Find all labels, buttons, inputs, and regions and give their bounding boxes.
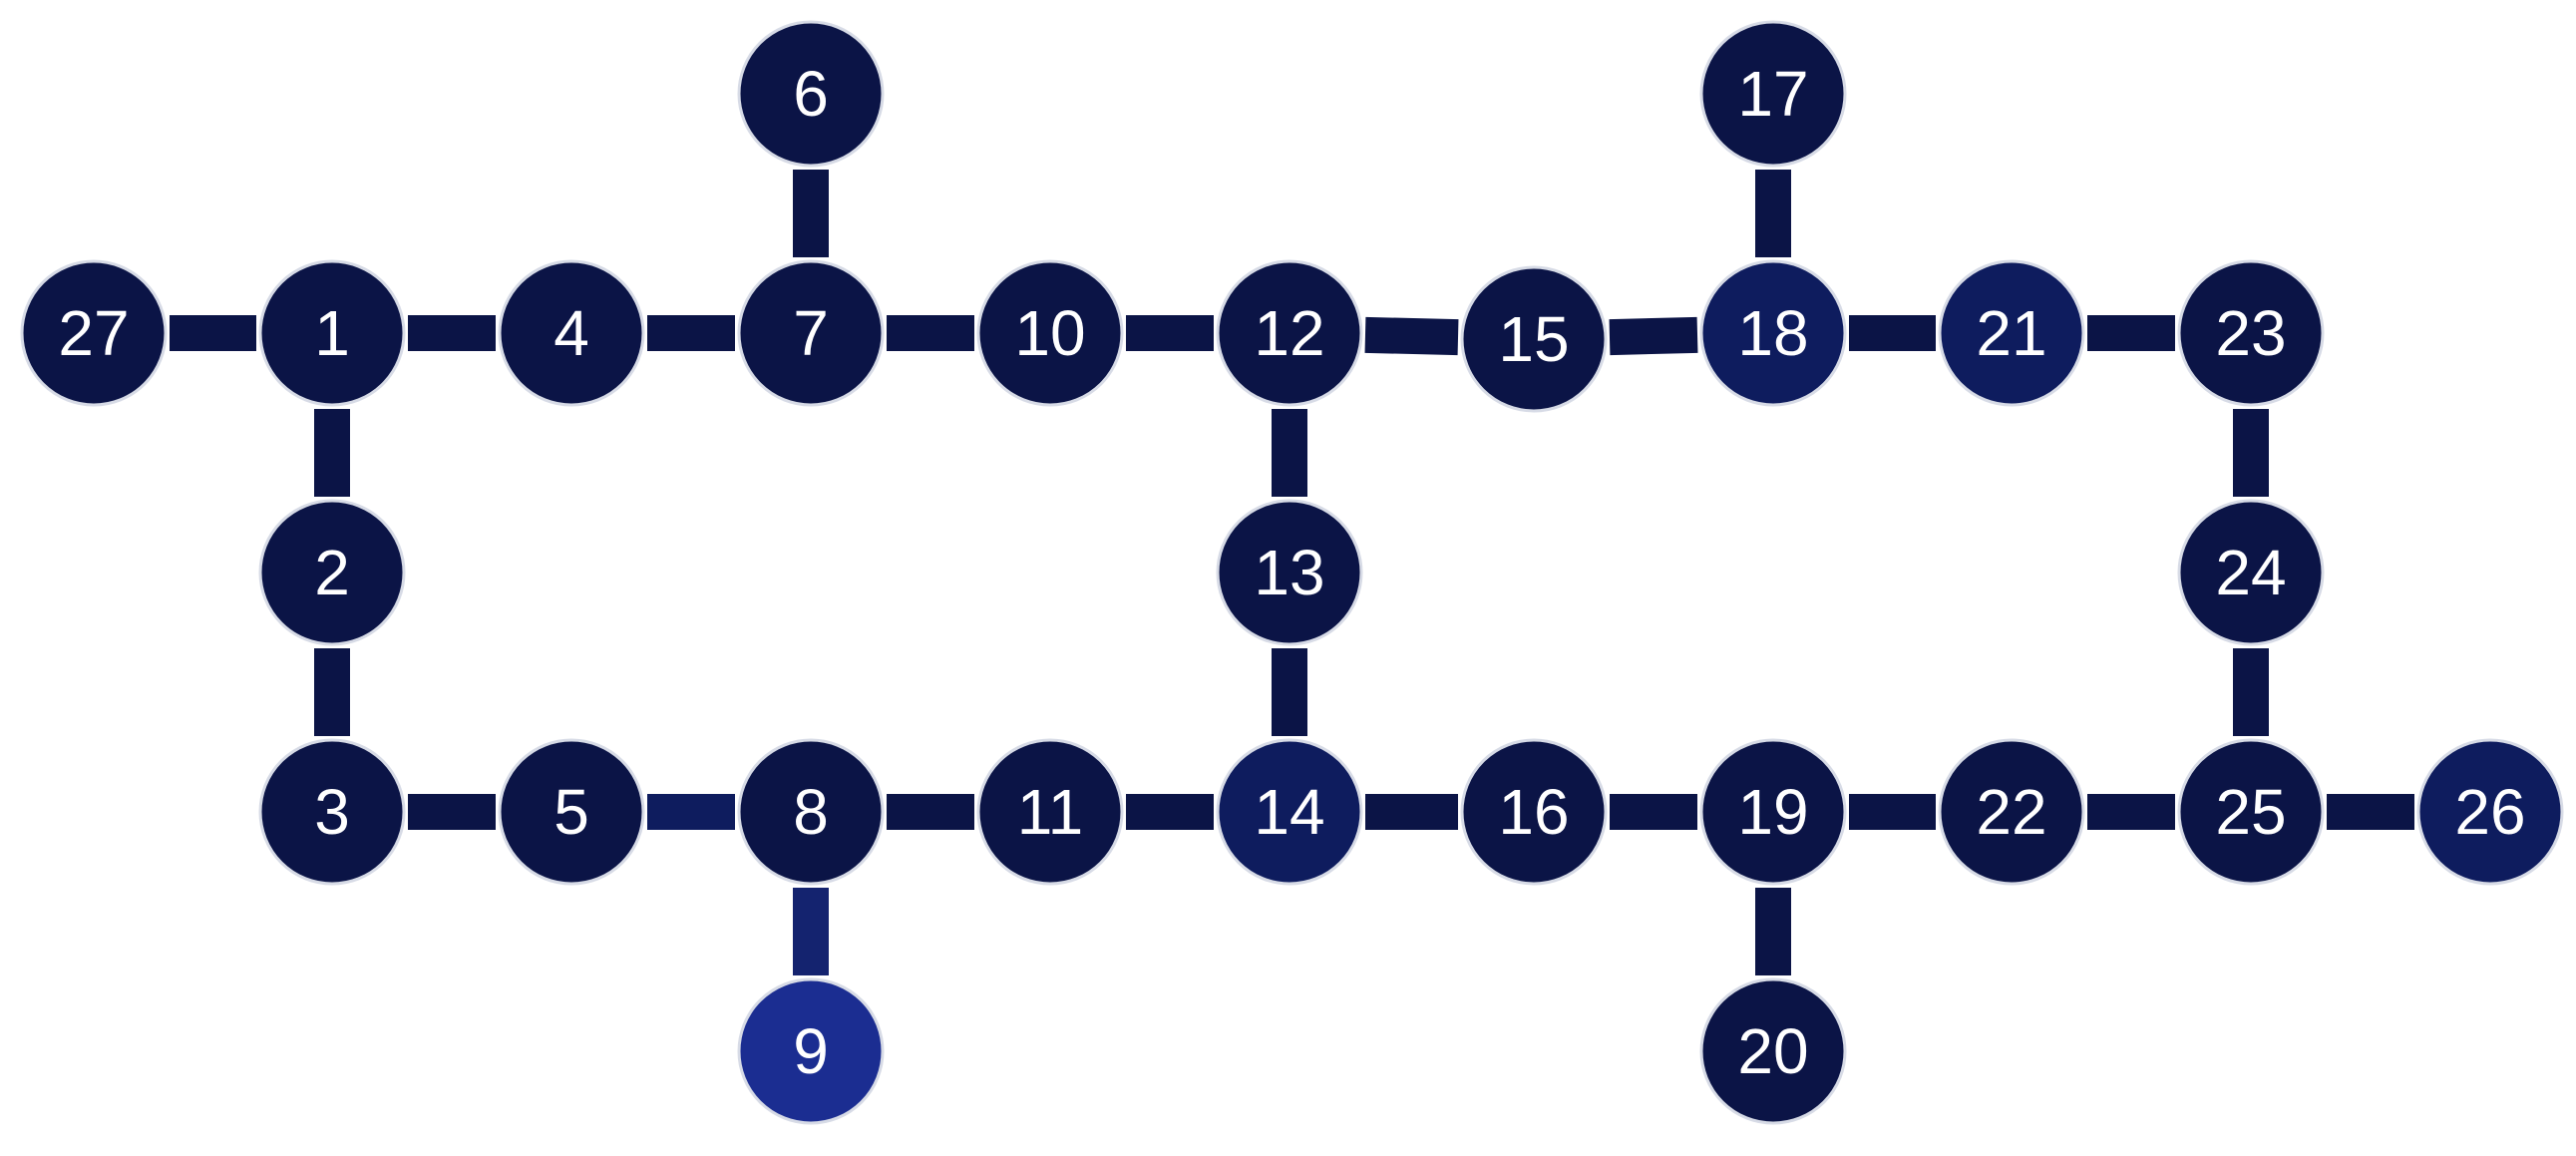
node-24: 24 — [2177, 499, 2325, 646]
node-circle-1 — [258, 259, 406, 407]
node-label-6: 6 — [793, 58, 829, 130]
node-8: 8 — [737, 738, 885, 886]
node-circle-22 — [1938, 738, 2085, 886]
node-circle-15 — [1460, 265, 1608, 413]
node-circle-7 — [737, 259, 885, 407]
node-circle-20 — [1699, 977, 1847, 1125]
node-1: 1 — [258, 259, 406, 407]
node-label-20: 20 — [1737, 1015, 1808, 1087]
node-circle-24 — [2177, 499, 2325, 646]
node-9: 9 — [737, 977, 885, 1125]
node-14: 14 — [1216, 738, 1363, 886]
node-13: 13 — [1216, 499, 1363, 646]
node-label-1: 1 — [314, 297, 350, 369]
node-circle-17 — [1699, 20, 1847, 168]
node-circle-25 — [2177, 738, 2325, 886]
node-label-11: 11 — [1017, 776, 1083, 848]
node-7: 7 — [737, 259, 885, 407]
node-label-4: 4 — [553, 297, 589, 369]
node-26: 26 — [2416, 738, 2564, 886]
node-label-12: 12 — [1254, 297, 1324, 369]
node-circle-4 — [498, 259, 645, 407]
node-label-21: 21 — [1976, 297, 2046, 369]
node-12: 12 — [1216, 259, 1363, 407]
node-circle-18 — [1699, 259, 1847, 407]
node-label-14: 14 — [1254, 776, 1324, 848]
node-23: 23 — [2177, 259, 2325, 407]
node-27: 27 — [20, 259, 168, 407]
node-circle-12 — [1216, 259, 1363, 407]
node-label-2: 2 — [314, 537, 350, 608]
node-circle-10 — [976, 259, 1124, 407]
node-label-15: 15 — [1498, 303, 1569, 375]
node-circle-8 — [737, 738, 885, 886]
node-circle-2 — [258, 499, 406, 646]
node-circle-26 — [2416, 738, 2564, 886]
node-4: 4 — [498, 259, 645, 407]
node-20: 20 — [1699, 977, 1847, 1125]
node-label-9: 9 — [793, 1015, 829, 1087]
node-circle-14 — [1216, 738, 1363, 886]
node-label-5: 5 — [553, 776, 589, 848]
node-label-7: 7 — [793, 297, 829, 369]
node-circle-21 — [1938, 259, 2085, 407]
node-label-25: 25 — [2215, 776, 2286, 848]
node-circle-6 — [737, 20, 885, 168]
node-2: 2 — [258, 499, 406, 646]
node-label-10: 10 — [1014, 297, 1085, 369]
node-19: 19 — [1699, 738, 1847, 886]
node-label-8: 8 — [793, 776, 829, 848]
node-18: 18 — [1699, 259, 1847, 407]
nodes-layer: 1234567891011121314151617181920212223242… — [20, 20, 2564, 1125]
node-circle-9 — [737, 977, 885, 1125]
node-21: 21 — [1938, 259, 2085, 407]
node-label-24: 24 — [2215, 537, 2286, 608]
node-circle-27 — [20, 259, 168, 407]
node-label-23: 23 — [2215, 297, 2286, 369]
edges-layer — [170, 170, 2414, 975]
node-label-18: 18 — [1737, 297, 1808, 369]
node-11: 11 — [976, 738, 1124, 886]
node-16: 16 — [1460, 738, 1608, 886]
node-label-3: 3 — [314, 776, 350, 848]
edge-12-15 — [1364, 316, 1459, 356]
node-label-16: 16 — [1498, 776, 1569, 848]
node-3: 3 — [258, 738, 406, 886]
node-circle-5 — [498, 738, 645, 886]
node-label-26: 26 — [2454, 776, 2525, 848]
edge-15-18 — [1609, 316, 1698, 356]
node-label-17: 17 — [1737, 58, 1808, 130]
node-6: 6 — [737, 20, 885, 168]
node-5: 5 — [498, 738, 645, 886]
node-circle-13 — [1216, 499, 1363, 646]
node-label-27: 27 — [58, 297, 129, 369]
node-10: 10 — [976, 259, 1124, 407]
node-label-22: 22 — [1976, 776, 2046, 848]
node-circle-16 — [1460, 738, 1608, 886]
node-circle-19 — [1699, 738, 1847, 886]
node-22: 22 — [1938, 738, 2085, 886]
node-15: 15 — [1460, 265, 1608, 413]
node-label-13: 13 — [1254, 537, 1324, 608]
node-17: 17 — [1699, 20, 1847, 168]
node-circle-11 — [976, 738, 1124, 886]
node-25: 25 — [2177, 738, 2325, 886]
node-label-19: 19 — [1737, 776, 1808, 848]
node-circle-23 — [2177, 259, 2325, 407]
node-circle-3 — [258, 738, 406, 886]
